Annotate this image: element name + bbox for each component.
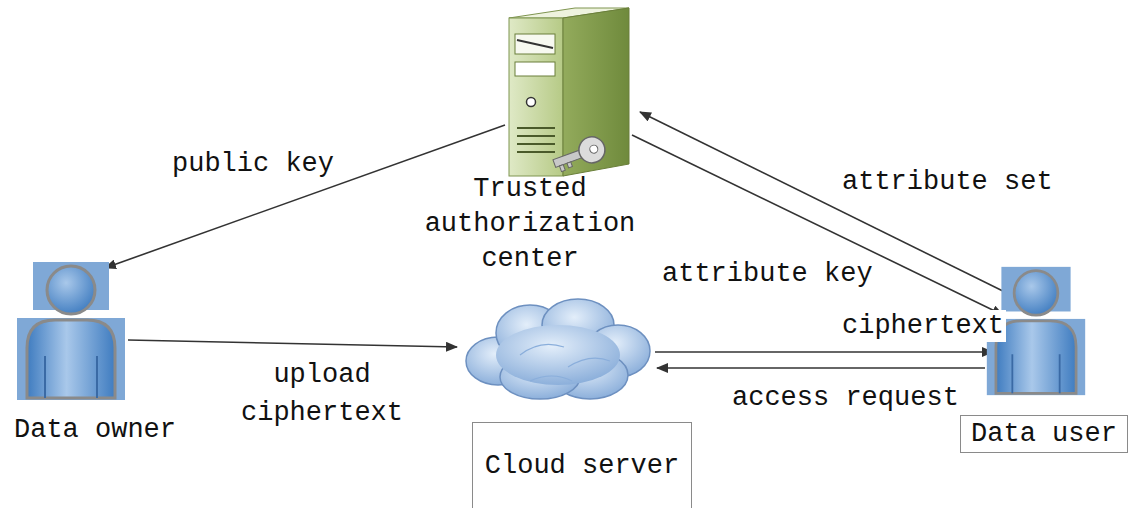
arrow-connector [640, 112, 1015, 297]
person-node: Data user [955, 260, 1131, 455]
arrow-connector [655, 351, 993, 353]
edge-label: attribute key [660, 258, 875, 290]
node-label: Trusted authorization center [410, 172, 650, 277]
label-frame: Data user [960, 415, 1128, 453]
cloud-icon [460, 295, 655, 405]
edge-label: upload ciphertext [235, 356, 409, 432]
node-label: Data user [961, 417, 1127, 452]
label-frame: Cloud server [472, 422, 692, 508]
edge-label: public key [170, 148, 336, 180]
arrow-connector [657, 367, 985, 369]
edge-label: attribute set [840, 166, 1055, 198]
arrow-connector [105, 125, 505, 268]
edge-label: access request [730, 382, 961, 414]
person-node: Data owner [5, 255, 185, 455]
server-node: Trusted authorization center [410, 0, 650, 280]
server-icon [505, 6, 637, 182]
node-label: Cloud server [473, 449, 691, 484]
cloud-node: Cloud server [455, 290, 695, 508]
arrow-connector [632, 135, 1003, 315]
node-label: Data owner [5, 413, 185, 448]
edge-label: ciphertext [840, 310, 1006, 342]
arrow-connector [128, 340, 457, 347]
person-icon [15, 260, 127, 402]
